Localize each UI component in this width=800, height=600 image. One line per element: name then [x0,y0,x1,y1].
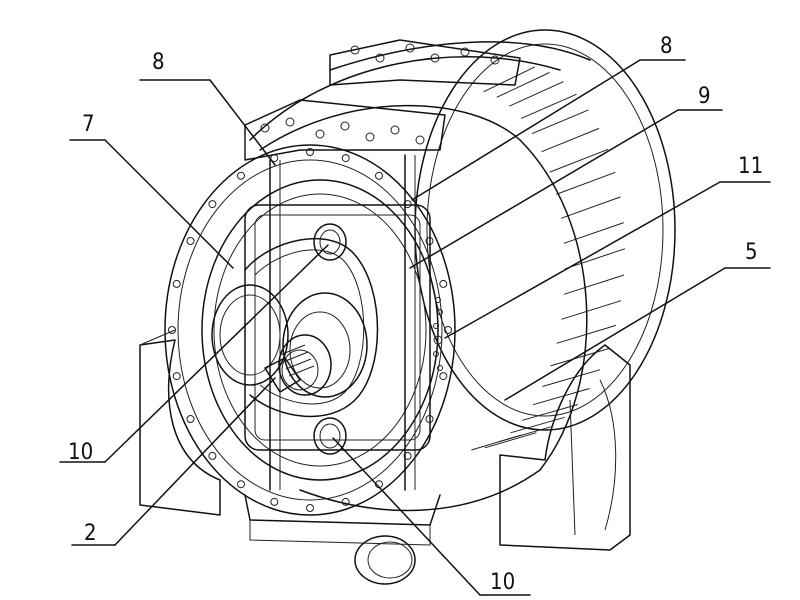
cooling-fin [560,196,621,219]
bolt-head [186,237,195,245]
cooling-fin [532,388,590,406]
callout-label-8-left: 8 [152,50,165,75]
cooling-fin [563,274,625,295]
callout-label-10-left: 10 [68,440,94,465]
callout-label-10-bottom: 10 [490,570,516,595]
bolt-head [186,415,195,423]
pin-bosses [313,223,347,455]
bottom-mount [244,494,441,585]
bolt-head [208,200,217,209]
leader-lines [59,59,771,596]
cooling-fin [483,66,536,93]
bolt-head [341,497,350,506]
bolt-head [403,451,412,460]
cooling-fin [556,171,616,195]
side-holes [433,297,443,371]
bolt-head [237,480,245,489]
cooling-fin [541,127,600,153]
cooling-fin [509,81,564,107]
bolt-head [375,171,383,180]
cooling-fin [484,432,537,449]
cooling-fin [563,222,624,244]
cooling-fin [510,416,565,434]
cooling-fin [549,148,609,173]
cooling-fin [542,369,601,387]
bolt-head [168,326,176,334]
front-plate [244,204,431,451]
callout-label-9: 9 [698,84,711,109]
callout-label-8-right: 8 [660,34,673,59]
main-barrel [259,104,588,512]
bolt-head [306,504,314,512]
bolt-head [237,171,245,180]
cooling-fin [561,300,622,320]
right-support [499,344,631,551]
cooling-fin [531,109,589,135]
rear-housing [249,29,676,431]
callout-label-5: 5 [745,240,758,265]
bolt-head [208,451,217,460]
cooling-fin [520,93,577,119]
bolt-head [444,326,452,334]
top-mount-block [244,39,521,161]
callout-label-2: 2 [84,521,97,546]
cooling-fin [522,404,578,421]
splined-shaft [264,292,368,398]
bolt-head [341,154,350,163]
bolt-head [172,372,181,381]
cooling-fin [550,348,610,367]
bolt-head [439,372,448,381]
hub-bracket [211,238,379,418]
flange-bolts [168,148,452,512]
front-flange [164,144,456,516]
bolt-head [270,497,279,506]
callout-label-7: 7 [82,112,95,137]
callout-label-11: 11 [738,154,764,179]
bolt-head [439,279,448,288]
bolt-head [172,279,181,288]
cooling-fin [496,72,550,98]
cooling-fin [471,434,522,451]
bolt-head [306,148,314,156]
cooling-fins [471,66,626,451]
bolt-head [403,200,412,209]
cooling-fin [564,248,626,270]
left-support [139,329,221,516]
